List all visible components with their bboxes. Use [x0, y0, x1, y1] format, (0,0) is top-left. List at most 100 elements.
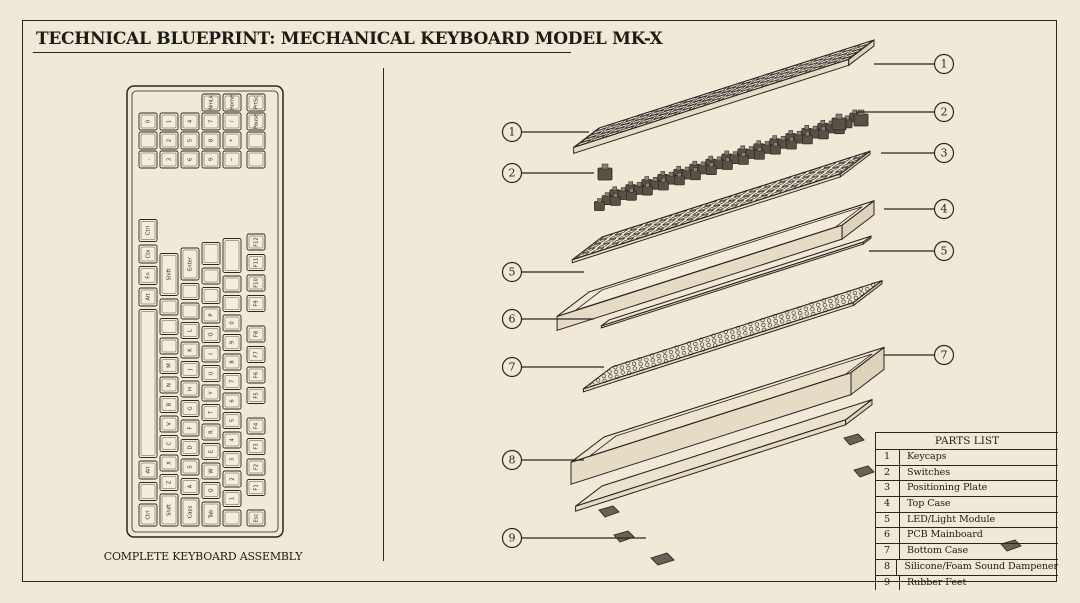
key-legend: F10 [254, 278, 260, 288]
switch-stem [812, 125, 818, 131]
key [246, 387, 266, 404]
keycap [654, 105, 670, 113]
switch-stem [788, 130, 794, 135]
pcb-switch-pad [786, 319, 791, 324]
plate-cutout [775, 185, 789, 192]
plate-cutout [751, 190, 765, 197]
pcb-switch-pad [674, 345, 679, 350]
plate-cutout [710, 208, 724, 216]
key [138, 219, 158, 242]
plate-cutout [665, 223, 679, 230]
switch-stem [835, 113, 843, 120]
pcb-switch-pad [749, 331, 755, 336]
keycap [856, 40, 872, 48]
pcb-switch-pad [816, 307, 822, 312]
plate-cutout [811, 171, 825, 178]
key [201, 306, 221, 324]
key-legend: H [188, 387, 194, 391]
switch-stem [668, 171, 674, 177]
pcb-switch-pad [870, 282, 876, 287]
key-legend: Q [209, 488, 215, 492]
plate-cutout [829, 170, 843, 178]
numpad-key [246, 150, 266, 169]
key-top [224, 414, 240, 427]
pcb-switch-pad [828, 298, 833, 303]
part-number: 3 [876, 481, 900, 497]
keycap [575, 139, 591, 147]
switch-stem [692, 160, 698, 166]
switch [597, 167, 613, 181]
key-top [182, 152, 198, 167]
key [201, 384, 221, 402]
pcb-switch-pad [662, 349, 667, 354]
key-legend: 9 [230, 341, 236, 344]
plate-cutout [576, 251, 590, 259]
keycap [842, 45, 858, 53]
plate-cutout [763, 181, 777, 188]
pcb-switch-pad [675, 350, 680, 355]
pcb-switch-pad [780, 319, 785, 324]
key-top [182, 382, 198, 396]
pcb-switch-pad [712, 338, 717, 343]
pcb-switch-pad [792, 315, 797, 320]
callout-circle [501, 449, 523, 471]
pcb-switch-pad [859, 291, 864, 296]
pcb-switch-pad [822, 303, 827, 308]
title-underline [33, 52, 571, 53]
keycap [851, 44, 867, 52]
keycap [648, 116, 664, 124]
pcb-switch-pad [725, 339, 730, 344]
keyboard-case-inner [131, 90, 279, 533]
key-top [248, 368, 264, 382]
plate-cutout [754, 194, 768, 202]
key-top [203, 328, 219, 341]
keycap [784, 63, 800, 71]
pcb-switch-pad [798, 311, 803, 316]
switch-stem [820, 119, 826, 125]
key-top [182, 499, 198, 525]
keycap [798, 59, 814, 67]
key-legend: 6 [230, 399, 236, 402]
keycap [620, 118, 636, 126]
key [222, 470, 242, 488]
key-top [224, 472, 240, 486]
pcb-switch-pad [841, 299, 846, 304]
callout-number: 7 [941, 349, 948, 362]
keycap [691, 102, 707, 110]
key-top [224, 375, 240, 388]
key-top [161, 320, 177, 333]
callout-circle [501, 308, 523, 330]
pcb-switch-pad [823, 307, 828, 313]
bottom-case [570, 346, 885, 463]
switch-stem [724, 150, 730, 156]
key [201, 345, 221, 363]
key-legend: 3 [167, 158, 173, 161]
pcb-switch-pad [625, 361, 630, 366]
callout-number: 3 [941, 147, 948, 160]
key-top [224, 240, 240, 271]
plate-cutout [716, 204, 730, 211]
key [222, 238, 242, 273]
keycap [696, 98, 712, 106]
pcb-switch-pad [688, 351, 693, 356]
plate-cutout [623, 228, 637, 236]
keycap [658, 108, 674, 116]
key-top [140, 246, 156, 262]
key-legend: F6 [254, 372, 260, 378]
key-top [140, 289, 156, 305]
pcb-switch-pad [608, 374, 613, 379]
pcb-switch-pad [767, 323, 773, 328]
pcb-switch-pad [644, 357, 649, 362]
plate-cutout [823, 162, 837, 169]
keycap [754, 80, 770, 88]
key-top [248, 327, 264, 341]
key-legend: D [188, 446, 194, 450]
key-top [203, 367, 219, 380]
key [246, 479, 266, 496]
pcb-switch-pad [784, 310, 790, 315]
pcb-switch-pad [645, 362, 650, 367]
key-legend: F3 [254, 443, 260, 449]
callout-number: 7 [509, 361, 516, 374]
key-top [182, 324, 198, 337]
